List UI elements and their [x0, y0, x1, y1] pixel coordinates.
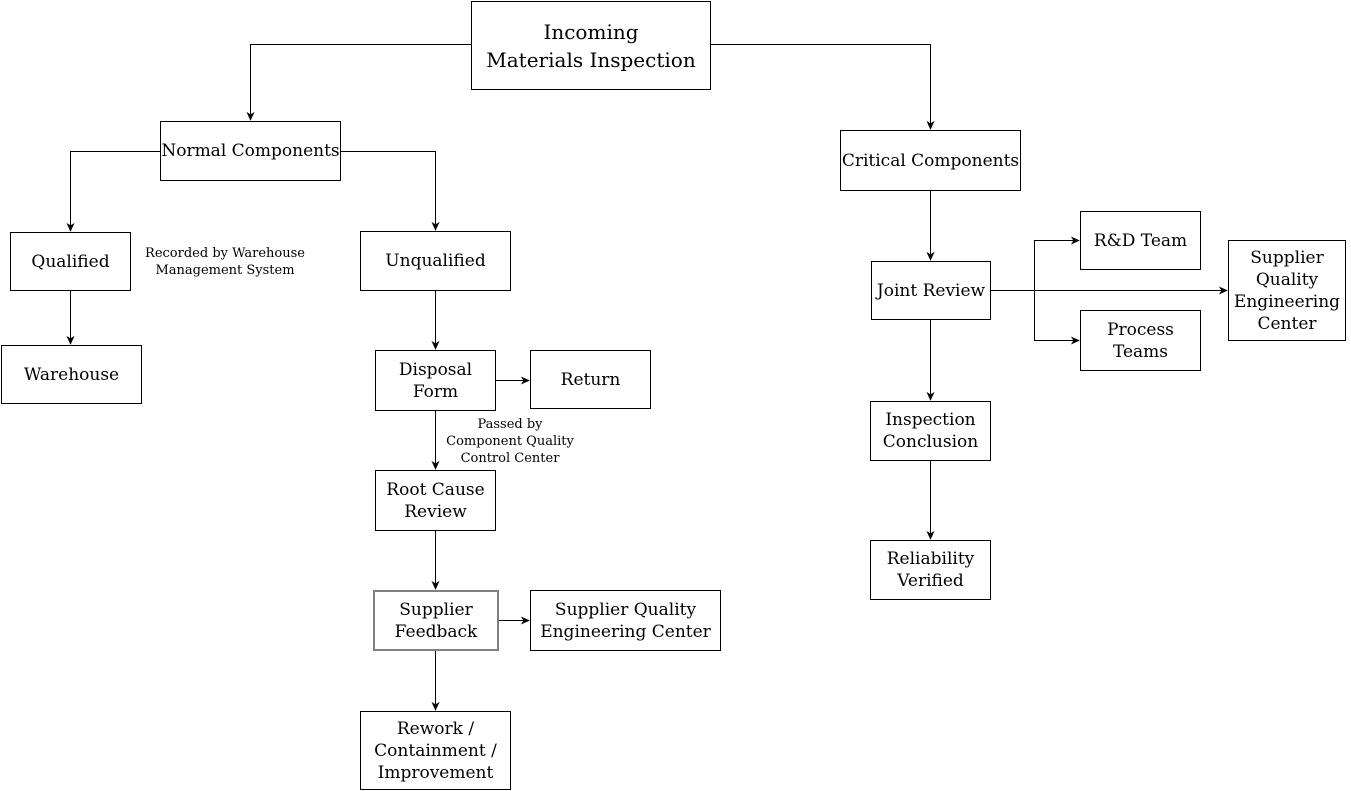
edge-joint-review-to-rnd-team	[1034, 236, 1080, 291]
node-qualified: Qualified	[10, 232, 131, 291]
node-rnd-team: R&D Team	[1080, 211, 1201, 270]
edge-normal-to-unqualified	[340, 151, 440, 231]
node-inspection-conclusion: Inspection Conclusion	[870, 401, 991, 461]
annotation-quality-note: Passed by Component Quality Control Cent…	[446, 417, 574, 466]
node-root-cause-review: Root Cause Review	[375, 470, 496, 531]
node-joint-review: Joint Review	[871, 261, 991, 320]
node-supplier-quality-engineering-center: Supplier Quality Engineering Center	[530, 590, 721, 651]
edge-joint-review-to-process-teams	[1034, 290, 1080, 345]
node-critical-components: Critical Components	[840, 130, 1021, 191]
edge-incoming-to-normal	[246, 44, 471, 121]
node-rework-containment-improvement: Rework / Containment / Improvement	[360, 711, 511, 790]
node-process-teams: Process Teams	[1080, 310, 1201, 371]
node-return: Return	[530, 350, 651, 409]
node-warehouse: Warehouse	[1, 345, 142, 404]
annotation-warehouse-note: Recorded by Warehouse Management System	[145, 246, 305, 278]
node-normal-components: Normal Components	[160, 121, 341, 181]
edge-normal-to-qualified	[66, 151, 160, 232]
node-supplier-feedback: Supplier Feedback	[373, 590, 499, 651]
node-reliability-verified: Reliability Verified	[870, 540, 991, 600]
node-supplier-quality-engineering-center-right: Supplier Quality Engineering Center	[1228, 240, 1346, 341]
edge-incoming-to-critical	[710, 44, 935, 130]
node-incoming-materials-inspection: Incoming Materials Inspection	[471, 1, 711, 90]
node-disposal-form: Disposal Form	[375, 350, 496, 411]
node-unqualified: Unqualified	[360, 231, 511, 291]
